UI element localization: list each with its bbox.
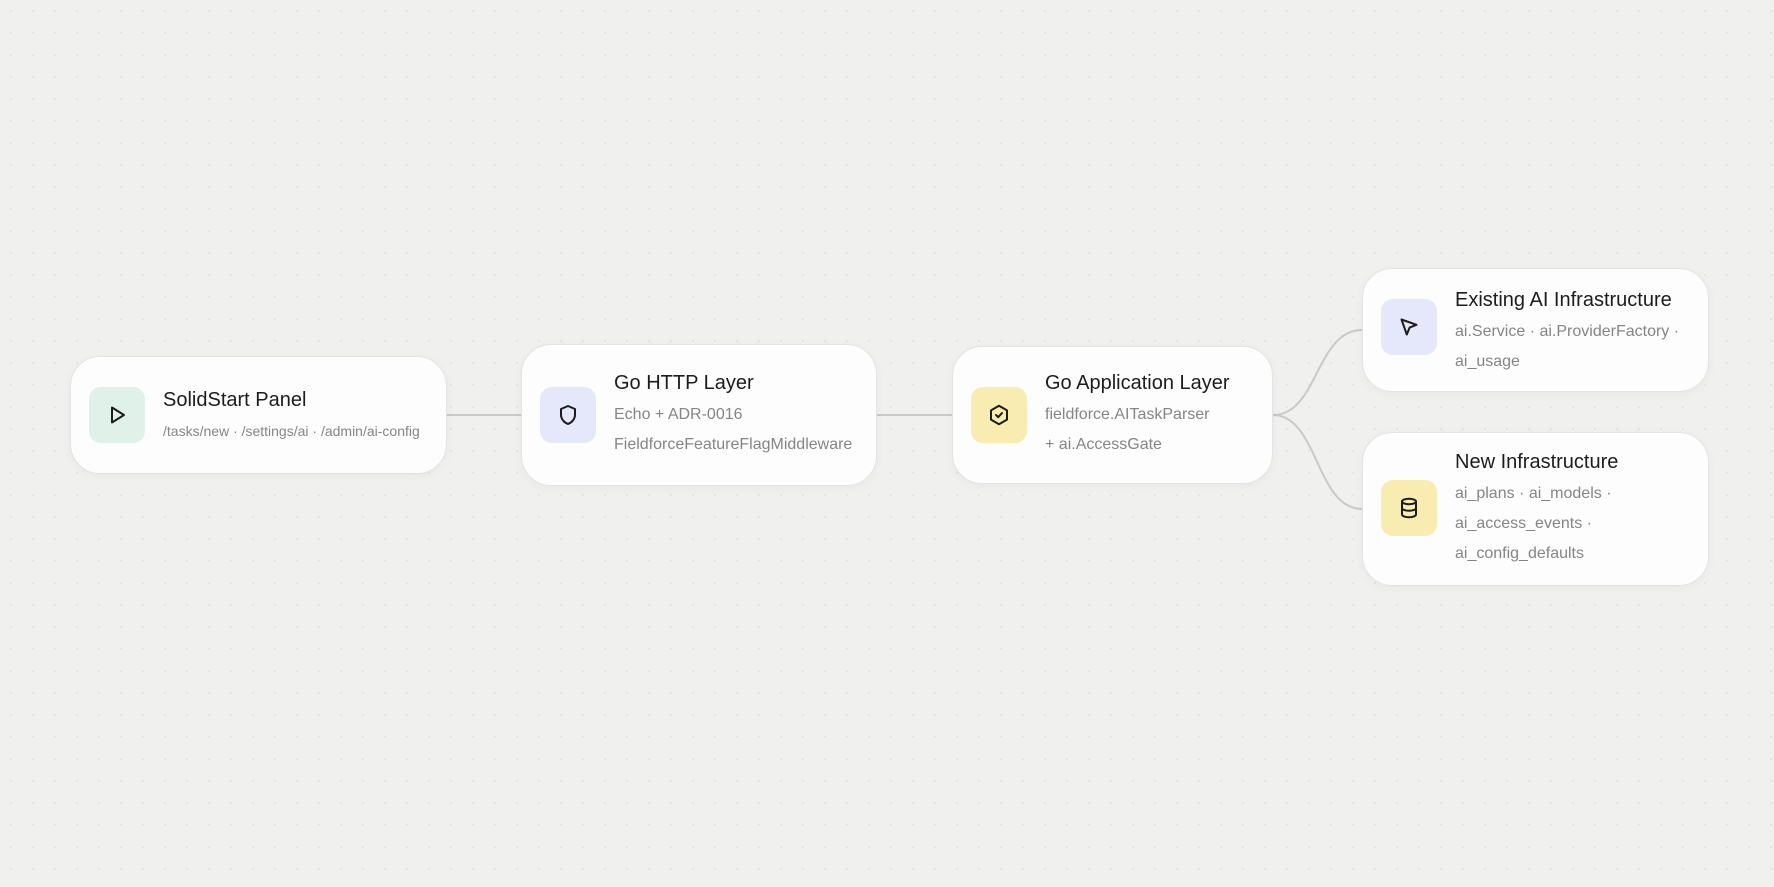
play-icon: [111, 406, 125, 424]
node-subtitle-line-2: ai_access_events ·: [1455, 515, 1592, 532]
node-title: SolidStart Panel: [163, 389, 307, 411]
shield-icon: [560, 405, 576, 425]
node-title: Go HTTP Layer: [614, 372, 754, 394]
database-icon: [1401, 497, 1417, 519]
node-subtitle-line-3: ai_config_defaults: [1455, 545, 1584, 562]
node-icon-box: [1381, 299, 1437, 355]
node-subtitle: /tasks/new · /settings/ai · /admin/ai-co…: [163, 423, 420, 439]
edge-app-existing: [1272, 329, 1363, 416]
edge-app-new: [1272, 414, 1363, 510]
node-subtitle-line-2: ai_usage: [1455, 353, 1520, 370]
node-title: New Infrastructure: [1455, 451, 1619, 473]
node-icon-box: [89, 387, 145, 443]
node-subtitle-line-1: Echo + ADR-0016: [614, 406, 743, 423]
node-icon-box: [540, 387, 596, 443]
node-go-application-layer[interactable]: Go Application Layer fieldforce.AITaskPa…: [952, 346, 1273, 484]
node-subtitle-line-2: FieldforceFeatureFlagMiddleware: [614, 436, 853, 453]
node-icon-box: [971, 387, 1027, 443]
node-subtitle-line-1: ai.Service · ai.ProviderFactory ·: [1455, 323, 1680, 340]
node-solidstart-panel[interactable]: SolidStart Panel /tasks/new · /settings/…: [70, 356, 447, 474]
node-subtitle-line-1: fieldforce.AITaskParser: [1045, 406, 1210, 423]
node-new-infrastructure[interactable]: New Infrastructure ai_plans · ai_models …: [1362, 432, 1709, 586]
hexagon-check-icon: [990, 404, 1008, 426]
node-go-http-layer[interactable]: Go HTTP Layer Echo + ADR-0016 Fieldforce…: [521, 344, 877, 486]
cursor-arrow-icon: [1400, 318, 1418, 336]
node-subtitle-line-2: + ai.AccessGate: [1045, 436, 1162, 453]
node-icon-box: [1381, 480, 1437, 536]
node-title: Existing AI Infrastructure: [1455, 289, 1672, 311]
node-subtitle-line-1: ai_plans · ai_models ·: [1455, 485, 1612, 502]
node-existing-ai-infrastructure[interactable]: Existing AI Infrastructure ai.Service · …: [1362, 268, 1709, 392]
node-title: Go Application Layer: [1045, 372, 1230, 394]
